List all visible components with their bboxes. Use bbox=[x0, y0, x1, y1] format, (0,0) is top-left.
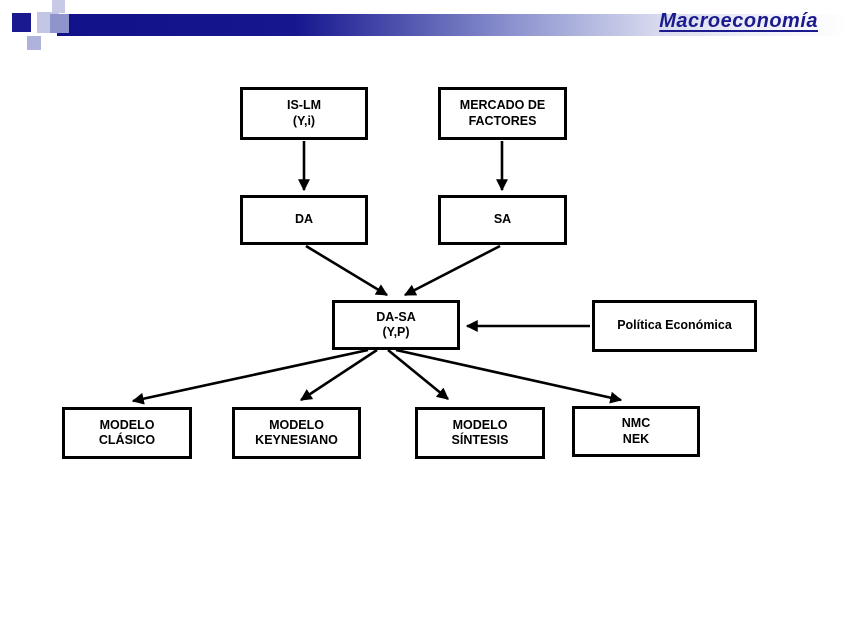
node-da-sa: DA-SA (Y,P) bbox=[332, 300, 460, 350]
node-label: (Y,i) bbox=[292, 113, 316, 128]
node-label: NEK bbox=[622, 431, 650, 446]
edge-sa-dasa bbox=[403, 244, 501, 297]
edge-dasa-nmc bbox=[395, 348, 623, 404]
decor-square bbox=[27, 36, 41, 50]
node-label: DA-SA bbox=[376, 309, 416, 324]
node-label: CLÁSICO bbox=[98, 433, 156, 447]
node-nmc-nek: NMC NEK bbox=[572, 406, 700, 457]
node-mercado-de-factores: MERCADO DE FACTORES bbox=[438, 87, 567, 140]
node-label: FACTORES bbox=[468, 113, 537, 128]
node-da: DA bbox=[240, 195, 368, 245]
node-label: MODELO bbox=[269, 417, 324, 432]
node-label: MODELO bbox=[452, 417, 508, 432]
node-label: (Y,P) bbox=[382, 325, 410, 339]
node-label: DA bbox=[294, 212, 314, 227]
node-label: NMC bbox=[621, 416, 651, 431]
decor-square bbox=[50, 14, 69, 33]
header-gradient-bar bbox=[57, 14, 848, 36]
node-modelo-clasico: MODELO CLÁSICO bbox=[62, 407, 192, 459]
node-label: KEYNESIANO bbox=[255, 433, 338, 447]
edge-da-dasa bbox=[305, 244, 389, 297]
node-label: MERCADO DE bbox=[459, 98, 546, 113]
node-modelo-sintesis: MODELO SÍNTESIS bbox=[415, 407, 545, 459]
node-label: Política Económica bbox=[617, 318, 732, 333]
node-label: IS-LM bbox=[286, 98, 322, 113]
node-is-lm: IS-LM (Y,i) bbox=[240, 87, 368, 140]
slide-title: Macroeconomía bbox=[659, 10, 818, 32]
node-label: SÍNTESIS bbox=[451, 433, 509, 447]
edge-dasa-keynesiano bbox=[300, 348, 378, 402]
node-label: MODELO bbox=[99, 417, 155, 432]
node-modelo-keynesiano: MODELO KEYNESIANO bbox=[232, 407, 361, 459]
decor-square bbox=[12, 13, 31, 32]
decor-square bbox=[52, 0, 65, 13]
edge-dasa-sintesis bbox=[387, 348, 449, 401]
node-sa: SA bbox=[438, 195, 567, 245]
edge-dasa-clasico bbox=[131, 348, 369, 405]
node-label: SA bbox=[493, 212, 512, 227]
node-politica-economica: Política Económica bbox=[592, 300, 757, 352]
